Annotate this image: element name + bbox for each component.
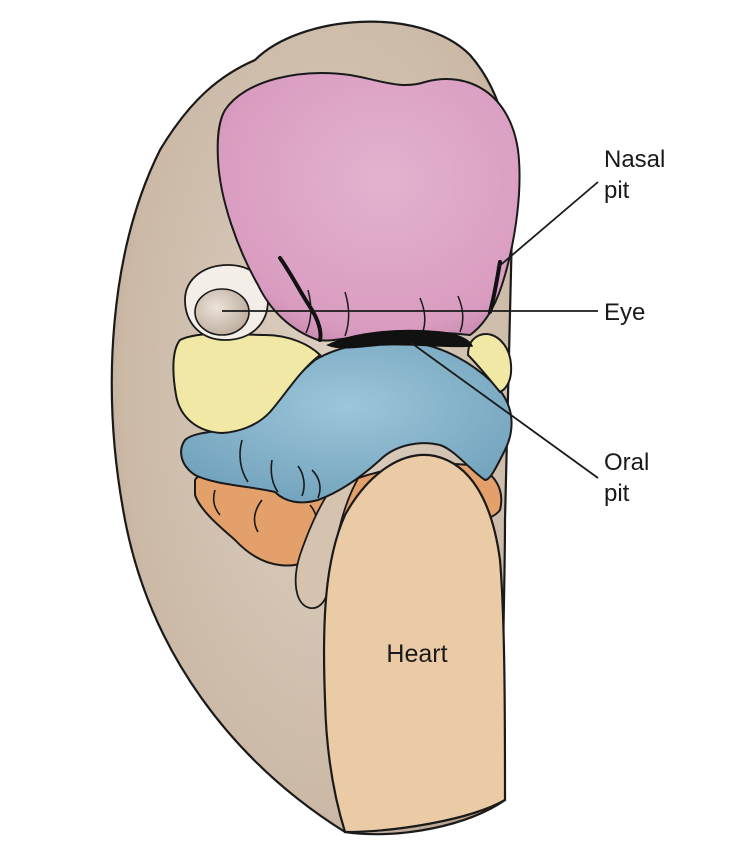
frontonasal-groove: [305, 289, 312, 334]
frontonasal-groove: [457, 295, 464, 333]
oral-pit: [326, 329, 474, 349]
frontonasal-groove: [344, 291, 350, 337]
nasal-pit-label-line2: pit: [604, 177, 630, 204]
oral-pit-label-line2: pit: [604, 480, 630, 507]
nasal-pit-left: [278, 256, 323, 342]
maxillary-prominence-right: [466, 333, 513, 394]
arch-groove: [253, 499, 263, 533]
arch-groove: [239, 439, 249, 483]
arch-groove: [297, 465, 305, 497]
nasal-pit-leader-line: [496, 181, 599, 269]
arch-groove: [311, 469, 321, 499]
heart: [322, 453, 507, 834]
oral-pit-label-line1: Oral: [604, 449, 649, 476]
maxillary-prominence-left: [172, 332, 322, 435]
oral-pit-leader-line: [409, 341, 599, 479]
eye-label: Eye: [604, 299, 645, 326]
eye-lens: [194, 288, 250, 336]
arch-groove: [270, 459, 279, 493]
heart-label: Heart: [386, 640, 447, 668]
frontonasal-prominence: [216, 72, 521, 342]
arch-groove: [212, 489, 221, 516]
nasal-pit-label-line1: Nasal: [604, 146, 665, 173]
